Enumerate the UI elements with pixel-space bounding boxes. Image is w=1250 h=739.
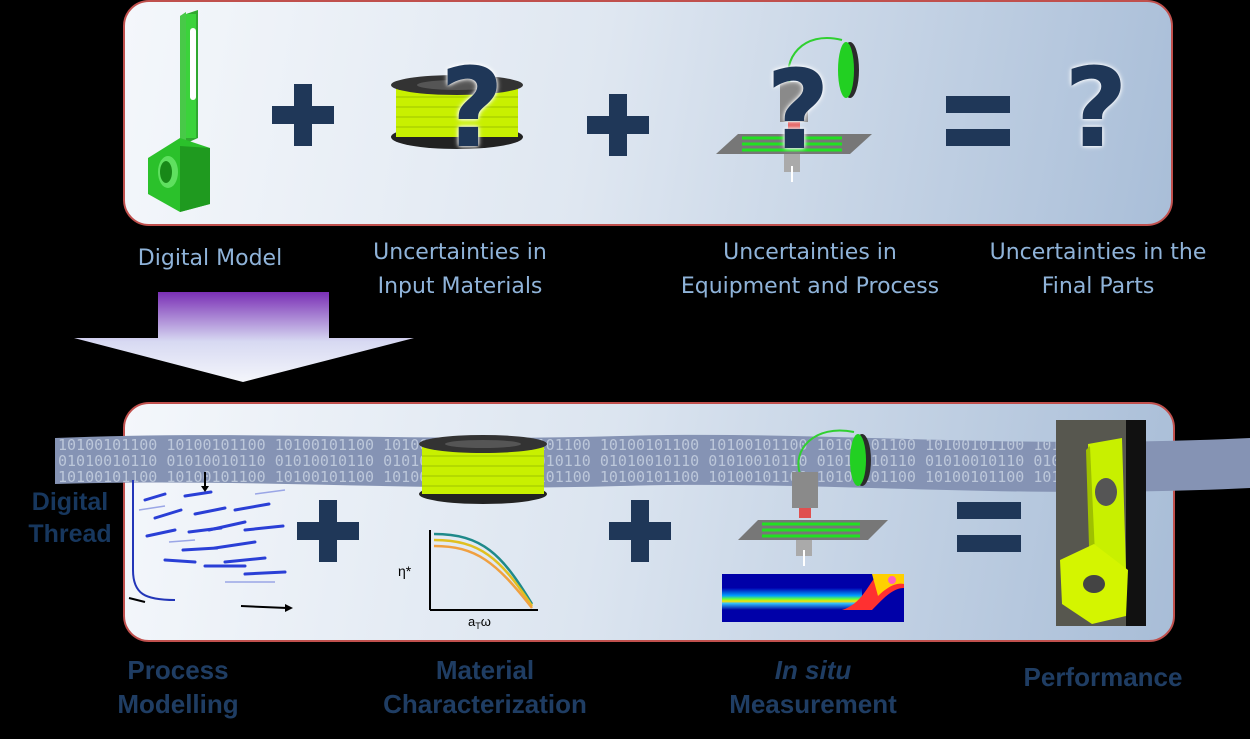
- plot-y-label: η*: [398, 563, 412, 579]
- green-bracket-model-icon: [148, 10, 210, 212]
- 3d-printer-icon: [716, 37, 872, 182]
- digital-thread-line2: Thread: [28, 520, 112, 548]
- filament-spool-bottom-icon: [419, 435, 547, 504]
- printed-part-photo: [1056, 420, 1146, 626]
- caption-insitu-line1: In situ: [774, 655, 852, 685]
- caption-final-parts: Uncertainties in the Final Parts: [970, 236, 1226, 304]
- question-mark-final-parts: ?: [1064, 44, 1128, 172]
- filament-spool-icon: [391, 75, 523, 149]
- caption-process-modelling: Process Modelling: [92, 653, 264, 721]
- caption-material-characterization: Material Characterization: [352, 653, 618, 721]
- caption-process-line1: Process: [127, 655, 229, 685]
- digital-thread-label: Digital Thread: [10, 486, 130, 550]
- caption-input-line2: Input Materials: [377, 274, 543, 299]
- caption-digital-model: Digital Model: [137, 246, 283, 271]
- caption-material-line1: Material: [435, 655, 535, 685]
- down-arrow: [74, 292, 414, 382]
- plus-operator-4: [609, 500, 671, 562]
- caption-process-line2: Modelling: [117, 689, 239, 719]
- viscosity-plot: η* aTω: [398, 530, 538, 630]
- caption-final-line1: Uncertainties in the: [989, 240, 1207, 265]
- question-mark-process: ?: [766, 46, 830, 174]
- plus-operator-2: [587, 94, 649, 156]
- caption-input-line1: Uncertainties in: [373, 240, 547, 265]
- caption-material-line2: Characterization: [383, 689, 587, 719]
- question-mark-materials: ?: [440, 44, 504, 172]
- caption-insitu-line2: Measurement: [729, 689, 897, 719]
- caption-equip-line2: Equipment and Process: [680, 274, 940, 299]
- plus-operator-1: [272, 84, 334, 146]
- caption-final-line2: Final Parts: [1041, 274, 1155, 299]
- caption-in-situ-measurement: In situ Measurement: [700, 653, 926, 721]
- caption-input-materials: Uncertainties in Input Materials: [330, 236, 590, 304]
- plus-operator-3: [297, 500, 359, 562]
- process-model-vector-field: [128, 472, 293, 612]
- 3d-printer-bottom-icon: [738, 429, 888, 566]
- equals-operator-top: [946, 96, 1010, 146]
- caption-equip-line1: Uncertainties in: [723, 240, 897, 265]
- plot-x-label: aTω: [468, 614, 491, 630]
- digital-thread-line1: Digital: [31, 488, 109, 516]
- thermal-measurement-image: [722, 574, 904, 622]
- caption-equipment-process: Uncertainties in Equipment and Process: [660, 236, 960, 304]
- equals-operator-bottom: [957, 502, 1021, 552]
- caption-performance: Performance: [1023, 662, 1183, 692]
